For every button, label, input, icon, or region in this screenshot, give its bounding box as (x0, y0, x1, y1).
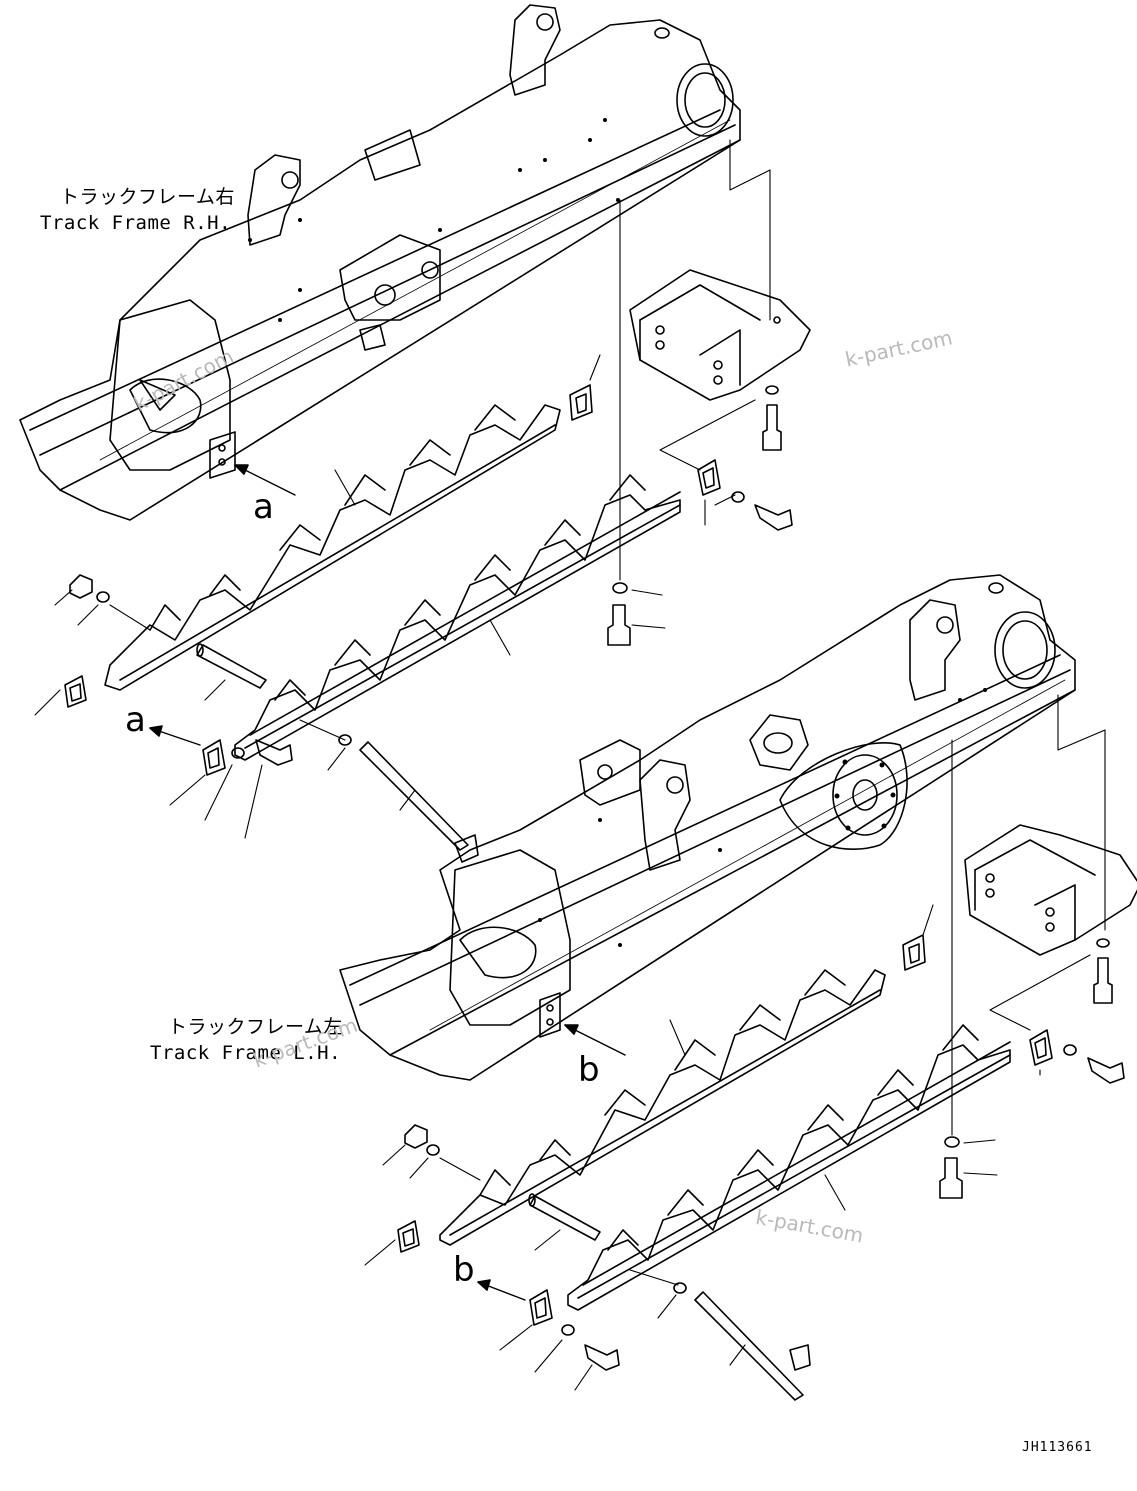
lh-label-jp: トラックフレーム左 (168, 1016, 343, 1038)
hardware-rh (34, 354, 793, 863)
hardware-lh (364, 904, 1125, 1401)
leader-lines-lh (951, 694, 1106, 1136)
lh-label-en: Track Frame L.H. (150, 1042, 342, 1064)
track-frame-lh (339, 574, 1076, 1081)
rh-label-jp: トラックフレーム右 (60, 186, 235, 208)
ref-b-upper: b (578, 1050, 600, 1090)
guard-rail-rh-inner (104, 404, 561, 691)
drawing-code: JH113661 (1022, 1440, 1093, 1455)
guard-bracket-rh (629, 269, 811, 401)
guard-bracket-lh (964, 824, 1137, 956)
ref-a-upper: a (253, 487, 274, 527)
ref-b-lower: b (453, 1250, 475, 1290)
rh-label-en: Track Frame R.H. (40, 212, 232, 234)
ref-a-lower: a (125, 700, 146, 740)
guard-rail-lh-inner (439, 969, 886, 1246)
track-frame-rh (19, 4, 741, 521)
guard-rail-lh-outer (567, 1024, 1011, 1311)
guard-rail-rh-outer (234, 474, 681, 761)
